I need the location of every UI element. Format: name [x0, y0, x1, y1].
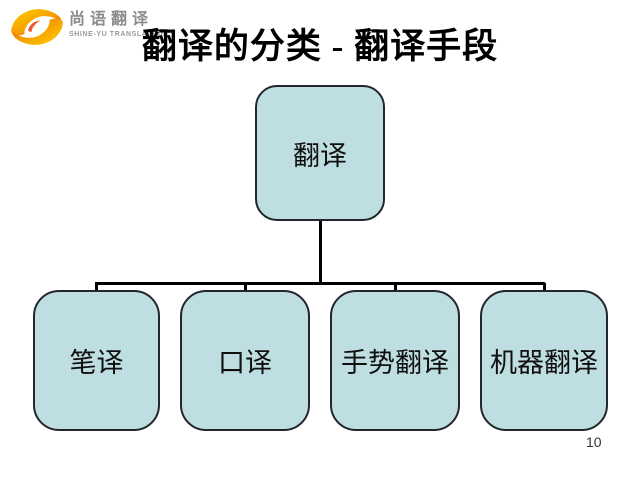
logo-company-subtitle: SHINE-YU TRANSLATION — [69, 31, 167, 38]
tree-node-label: 手势翻译 — [341, 348, 449, 378]
connector-stub — [394, 283, 397, 292]
tree-node-child: 笔译 — [33, 290, 160, 431]
tree-node-child: 手势翻译 — [330, 290, 460, 431]
tree-node-root: 翻译 — [255, 85, 385, 221]
logo: 尚语翻译 SHINE-YU TRANSLATION — [8, 4, 166, 50]
tree-node-label: 机器翻译 — [490, 348, 598, 378]
connector-stub — [95, 283, 98, 292]
tree-node-label: 笔译 — [69, 348, 124, 378]
swirl-icon — [11, 9, 64, 45]
connector-stub — [543, 283, 546, 292]
logo-text: 尚语翻译 SHINE-YU TRANSLATION — [69, 11, 166, 38]
connector-horizontal — [95, 282, 545, 285]
tree-node-child: 口译 — [180, 290, 310, 431]
tree-node-child: 机器翻译 — [480, 290, 608, 431]
tree-node-label: 翻译 — [293, 140, 347, 171]
connector-root-vertical — [319, 221, 322, 283]
slide-title: 翻译的分类 - 翻译手段 — [141, 27, 499, 66]
connector-stub — [244, 283, 247, 292]
tree-node-label: 口译 — [218, 348, 272, 378]
page-number: 10 — [586, 434, 602, 450]
logo-company-name: 尚语翻译 — [69, 11, 154, 28]
